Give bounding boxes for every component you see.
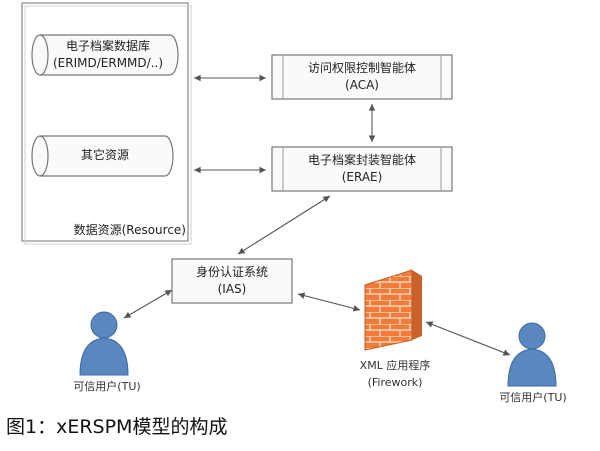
arrow-firewall-user — [425, 321, 511, 356]
ias-label: 身份认证系统 (IAS) — [172, 264, 292, 298]
ias-line2: (IAS) — [217, 282, 247, 296]
aca-box-shape — [271, 54, 453, 100]
ias-box-shape — [171, 258, 293, 304]
ias-line1: 身份认证系统 — [195, 265, 268, 279]
erae-line2: (ERAE) — [341, 170, 383, 184]
resource-panel-title: 数据资源(Resource) — [73, 223, 186, 237]
firewall-line1: XML 应用程序 — [359, 359, 431, 372]
db-other-label: 其它资源 — [80, 148, 129, 162]
erae-box-shape — [271, 146, 453, 192]
firewall-line2: (Firework) — [367, 376, 423, 389]
arrow-ias-firewall — [297, 292, 361, 312]
erae-line1: 电子档案封装智能体 — [307, 153, 416, 167]
aca-label: 访问权限控制智能体 (ACA) — [272, 60, 452, 94]
user-right-label: 可信用户(TU) — [499, 391, 567, 404]
db-primary-line2: (ERIMD/ERMMD/..) — [53, 56, 163, 70]
user-right-icon — [507, 322, 557, 387]
user-left-label: 可信用户(TU) — [73, 380, 141, 393]
db-primary-line1: 电子档案数据库 — [65, 39, 150, 53]
database-primary-shape — [31, 34, 179, 76]
user-left-icon — [79, 311, 129, 376]
database-other-shape — [31, 135, 174, 177]
db-primary-label: 电子档案数据库 (ERIMD/ERMMD/..) — [40, 38, 176, 72]
firewall-label: XML 应用程序 (Firework) — [340, 357, 450, 391]
aca-line2: (ACA) — [345, 78, 379, 92]
firewall-icon — [364, 269, 422, 351]
arrow-ias-user — [123, 289, 173, 319]
figure-caption: 图1：xERSPM模型的构成 — [6, 416, 228, 438]
aca-line1: 访问权限控制智能体 — [307, 61, 416, 75]
arrow-erae-ias — [237, 195, 331, 255]
erae-label: 电子档案封装智能体 (ERAE) — [272, 152, 452, 186]
